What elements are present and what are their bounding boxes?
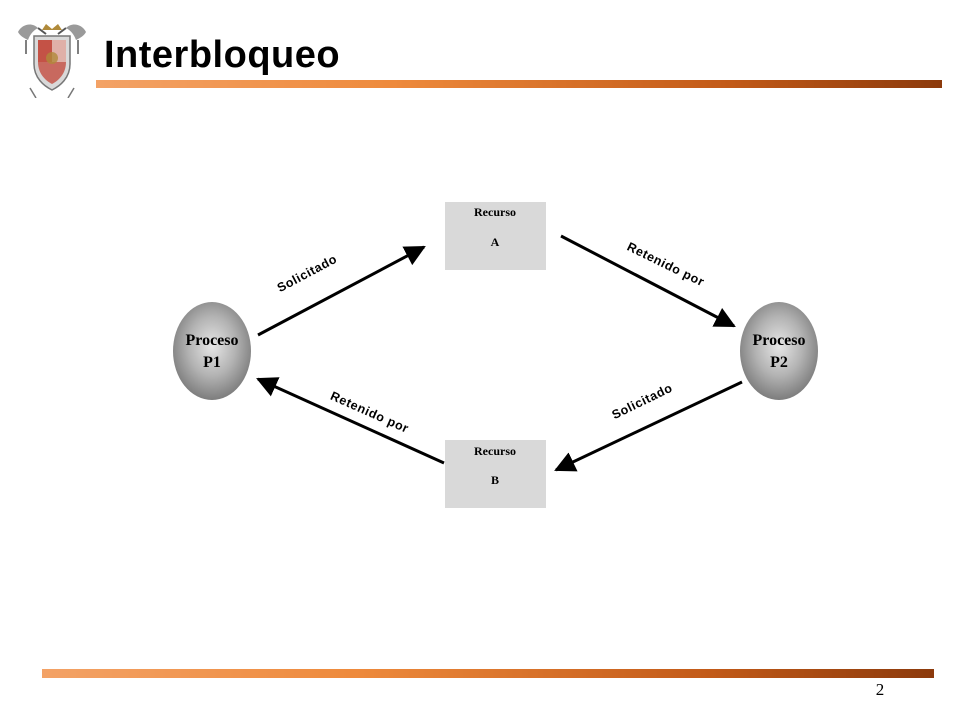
page-number: 2 xyxy=(875,680,885,699)
process-p1-id: P1 xyxy=(203,354,221,371)
edge-b-to-p1-arrow xyxy=(256,377,445,465)
resource-a-label: Recurso xyxy=(474,205,516,219)
edge-p2-to-b-label: Solicitado xyxy=(610,381,675,422)
edge-a-to-p2-arrow xyxy=(560,234,736,328)
process-p2-id: P2 xyxy=(770,354,788,371)
edge-p1-to-a-label: Solicitado xyxy=(275,252,340,295)
left-stork-icon xyxy=(18,24,47,54)
process-p2-node: Proceso P2 xyxy=(740,302,818,400)
edge-a-to-p2-label: Retenido por xyxy=(625,240,707,290)
process-p2-label: Proceso xyxy=(752,332,805,349)
resource-b-label: Recurso xyxy=(474,444,516,458)
process-p1-label: Proceso xyxy=(185,332,238,349)
right-stork-icon xyxy=(57,24,86,54)
crown-icon xyxy=(42,24,62,30)
footer-divider xyxy=(42,669,934,678)
resource-b-node: Recurso B xyxy=(445,440,546,508)
process-p1-node: Proceso P1 xyxy=(173,302,251,400)
page-title: Interbloqueo xyxy=(104,34,341,76)
edge-p1-to-a-arrow xyxy=(257,245,426,337)
edge-p2-to-b-arrow xyxy=(554,380,743,472)
header-divider xyxy=(96,80,942,88)
resource-a-id: A xyxy=(491,235,500,249)
resource-a-node: Recurso A xyxy=(445,202,546,270)
university-crest-icon xyxy=(18,24,86,98)
resource-b-id: B xyxy=(491,473,499,487)
